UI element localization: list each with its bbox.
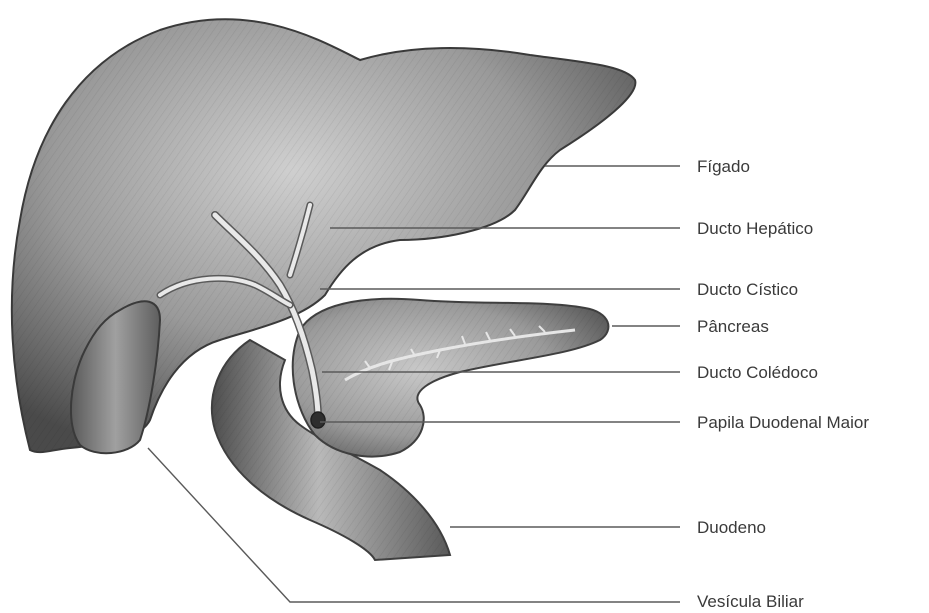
label-figado: Fígado bbox=[697, 157, 750, 177]
label-pancreas: Pâncreas bbox=[697, 317, 769, 337]
label-ducto-cistico: Ducto Cístico bbox=[697, 280, 798, 300]
label-papila: Papila Duodenal Maior bbox=[697, 413, 869, 433]
label-vesicula: Vesícula Biliar bbox=[697, 592, 804, 612]
label-duodeno: Duodeno bbox=[697, 518, 766, 538]
pancreas-shape bbox=[293, 299, 609, 457]
label-ducto-hepatico: Ducto Hepático bbox=[697, 219, 813, 239]
label-ducto-coledoco: Ducto Colédoco bbox=[697, 363, 818, 383]
